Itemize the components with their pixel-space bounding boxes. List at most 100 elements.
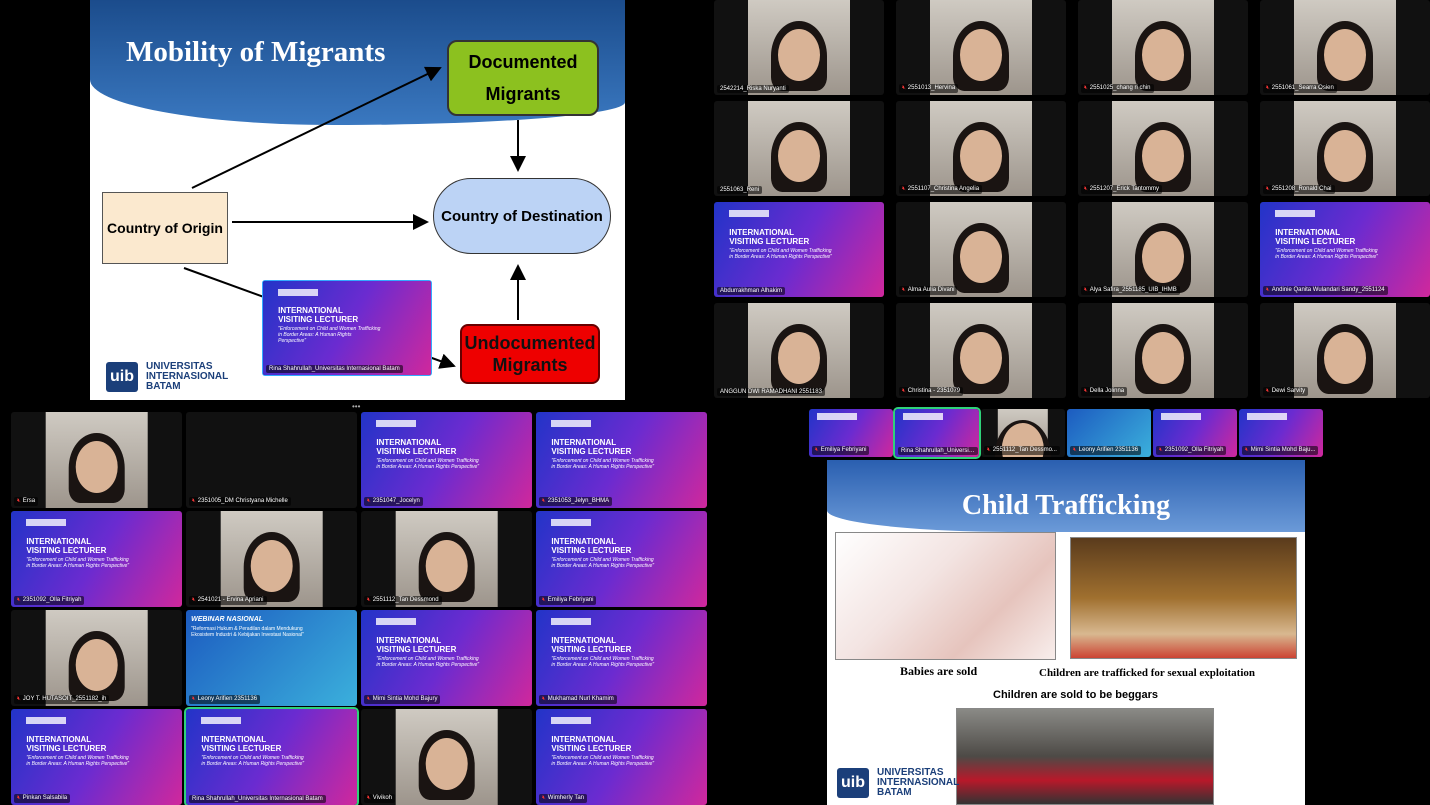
participant-tile[interactable]: 🔇︎2551112_Tan Dessmo... xyxy=(981,409,1065,457)
participant-tile[interactable]: INTERNATIONAL VISITING LECTURER"Enforcem… xyxy=(536,610,707,706)
participant-tile[interactable]: 🔇︎2551013_Hervina xyxy=(896,0,1066,95)
banner-title: INTERNATIONAL VISITING LECTURER xyxy=(729,227,810,246)
participant-video xyxy=(1294,303,1396,398)
participant-tile[interactable]: 2542214_Riska Nuryanti xyxy=(714,0,884,95)
banner-logos xyxy=(551,518,592,526)
participant-tile[interactable]: 🔇︎Vivikoh xyxy=(361,709,532,805)
participant-tile[interactable]: 🔇︎2551025_chang ri chin xyxy=(1078,0,1248,95)
participant-tile[interactable]: 🔇︎2351092_Olla Fitriyah xyxy=(1153,409,1237,457)
participant-tile[interactable]: INTERNATIONAL VISITING LECTURER"Enforcem… xyxy=(536,709,707,805)
muted-mic-icon: 🔇︎ xyxy=(1266,388,1270,394)
participant-name: 2351092_Olla Fitriyah xyxy=(22,597,82,603)
participant-tile[interactable]: 🔇︎2551208_Ronald Chai xyxy=(1260,101,1430,196)
participant-tile[interactable]: 🔇︎Dewi Sarvity xyxy=(1260,303,1430,398)
participant-tile[interactable]: 🔇︎Leony Arifien 2351136 xyxy=(1067,409,1151,457)
muted-mic-icon: 🔇︎ xyxy=(367,795,371,801)
virtual-background-banner: INTERNATIONAL VISITING LECTURER"Enforcem… xyxy=(361,610,532,706)
participant-face xyxy=(1324,28,1366,81)
photo-children-beggars xyxy=(956,708,1214,805)
participant-tile[interactable]: 🔇︎Ersa xyxy=(11,412,182,508)
participant-tile[interactable]: 🔇︎Mimi Sintia Mohd Baju... xyxy=(1239,409,1323,457)
participant-name: JOY T. HUTASOIT_2551182_ih xyxy=(22,696,107,702)
banner-logos xyxy=(729,209,770,217)
banner-title: INTERNATIONAL VISITING LECTURER xyxy=(26,734,107,753)
participant-tile[interactable]: INTERNATIONAL VISITING LECTURER"Enforcem… xyxy=(714,202,884,297)
participant-name: Emiliya Febriyani xyxy=(547,597,594,603)
participant-name: Alya Safira_2551185_UIB_IHMB xyxy=(1089,287,1177,293)
participant-tile[interactable]: INTERNATIONAL VISITING LECTURER"Enforcem… xyxy=(184,707,359,805)
participant-tile[interactable]: 🔇︎Christina - 2351079 xyxy=(896,303,1066,398)
participant-name-label: 🔇︎2541021 - Ervina Apriani xyxy=(189,596,267,605)
muted-mic-icon: 🔇︎ xyxy=(1084,186,1088,192)
participant-face xyxy=(1142,230,1184,283)
participant-tile[interactable]: INTERNATIONAL VISITING LECTURER"Enforcem… xyxy=(11,511,182,607)
participant-tile[interactable]: 🔇︎2551107_Christina Angelia xyxy=(896,101,1066,196)
participant-video xyxy=(748,303,850,398)
participant-tile[interactable]: WEBINAR NASIONAL"Reformasi Hukum & Perad… xyxy=(186,610,357,706)
participant-name-label: 🔇︎Alma Aulia Divani xyxy=(899,286,958,295)
banner-logos xyxy=(902,412,943,420)
participant-name: 2351092_Olla Fitriyah xyxy=(1164,447,1224,453)
participant-tile[interactable]: 🔇︎Alma Aulia Divani xyxy=(896,202,1066,297)
participant-video xyxy=(220,511,323,607)
participant-tile[interactable]: ANGGUN DWI RAMADHANI 2551183 xyxy=(714,303,884,398)
more-options-icon[interactable]: ••• xyxy=(352,402,361,411)
participant-name: Mimi Sintia Mohd Bajury xyxy=(372,696,438,702)
participant-tile[interactable]: 🔇︎2351005_DM Christyana Michelle xyxy=(186,412,357,508)
participant-video xyxy=(1294,0,1396,95)
participant-tile[interactable]: INTERNATIONAL VISITING LECTURER"Enforcem… xyxy=(536,412,707,508)
participant-name-label: Rina Shahrullah_Universitas Internasiona… xyxy=(266,365,403,373)
participant-tile[interactable]: INTERNATIONAL VISITING LECTURER"Enforcem… xyxy=(11,709,182,805)
banner-text: INTERNATIONAL VISITING LECTURER"Enforcem… xyxy=(278,306,381,344)
participant-tile[interactable]: INTERNATIONAL VISITING LECTURER"Enforcem… xyxy=(1260,202,1430,297)
participant-face xyxy=(75,638,118,691)
participant-name-label: 🔇︎2551025_chang ri chin xyxy=(1081,84,1154,93)
virtual-background-banner: INTERNATIONAL VISITING LECTURER"Enforcem… xyxy=(11,709,182,805)
participant-tile[interactable]: 🔇︎Della Jolinna xyxy=(1078,303,1248,398)
participant-tile[interactable]: 2551063_Reni xyxy=(714,101,884,196)
shared-slide-mobility-of-migrants: Mobility of Migrants Documented Migrants… xyxy=(90,0,625,400)
participant-name: Mukhamad Nurl Khamim xyxy=(547,696,614,702)
participant-name: 2541021 - Ervina Apriani xyxy=(197,597,264,603)
banner-title: INTERNATIONAL VISITING LECTURER xyxy=(376,437,457,456)
participant-tile[interactable]: 🔇︎JOY T. HUTASOIT_2551182_ih xyxy=(11,610,182,706)
participant-face xyxy=(1324,331,1366,384)
participant-tile[interactable]: Rina Shahrullah_Universit... xyxy=(893,407,981,459)
participant-tile[interactable]: INTERNATIONAL VISITING LECTURER"Enforcem… xyxy=(361,412,532,508)
virtual-background-banner: INTERNATIONAL VISITING LECTURER"Enforcem… xyxy=(263,281,431,375)
participant-video xyxy=(930,202,1032,297)
participant-name: 2551025_chang ri chin xyxy=(1089,85,1151,91)
banner-subtitle: "Enforcement on Child and Women Traffick… xyxy=(376,655,480,668)
banner-subtitle: "Enforcement on Child and Women Traffick… xyxy=(551,655,655,668)
participant-tile[interactable]: 🔇︎2551207_Erick Tantommy xyxy=(1078,101,1248,196)
participant-name-label: 🔇︎2551107_Christina Angelia xyxy=(899,185,983,194)
participant-name-label: 🔇︎Leony Arifien 2351136 xyxy=(189,695,261,704)
banner-title: INTERNATIONAL VISITING LECTURER xyxy=(1275,227,1356,246)
banner-text: INTERNATIONAL VISITING LECTURER"Enforcem… xyxy=(551,636,655,668)
participant-tile[interactable]: 🔇︎2541021 - Ervina Apriani xyxy=(186,511,357,607)
muted-mic-icon: 🔇︎ xyxy=(192,597,196,603)
participant-tile[interactable]: 🔇︎Emiliya Febriyani xyxy=(809,409,893,457)
participant-name-label: 🔇︎Andinie Qanita Wulandari Sandy_2551124 xyxy=(1263,286,1388,295)
caption-beggars: Children are sold to be beggars xyxy=(993,689,1159,701)
participant-name-label: 🔇︎Wimherly Tan xyxy=(539,794,588,803)
banner-subtitle: "Enforcement on Child and Women Traffick… xyxy=(278,326,381,345)
muted-mic-icon: 🔇︎ xyxy=(1073,447,1077,453)
participant-video xyxy=(1112,303,1214,398)
participant-tile[interactable]: 🔇︎Alya Safira_2551185_UIB_IHMB xyxy=(1078,202,1248,297)
participant-tile[interactable]: 🔇︎2551061_Searra Osien xyxy=(1260,0,1430,95)
banner-subtitle: "Enforcement on Child and Women Traffick… xyxy=(551,556,655,569)
webinar-subtitle: "Reformasi Hukum & Peradilan dalam Mendu… xyxy=(191,625,304,638)
muted-mic-icon: 🔇︎ xyxy=(902,85,906,91)
banner-title: INTERNATIONAL VISITING LECTURER xyxy=(26,536,107,555)
participant-face xyxy=(75,440,118,493)
participant-tile[interactable]: INTERNATIONAL VISITING LECTURER"Enforcem… xyxy=(536,511,707,607)
participant-tile[interactable]: 🔇︎2551112_Tan Dessmond xyxy=(361,511,532,607)
participant-tile[interactable]: INTERNATIONAL VISITING LECTURER"Enforcem… xyxy=(361,610,532,706)
participant-name: Andinie Qanita Wulandari Sandy_2551124 xyxy=(1271,287,1385,293)
participant-name-label: 🔇︎2351047_Jocelyn xyxy=(364,497,423,506)
banner-text: INTERNATIONAL VISITING LECTURER"Enforcem… xyxy=(551,438,655,470)
banner-logos xyxy=(551,716,592,724)
floating-speaker-video[interactable]: INTERNATIONAL VISITING LECTURER"Enforcem… xyxy=(262,280,432,376)
participant-name: 2542214_Riska Nuryanti xyxy=(720,86,786,92)
